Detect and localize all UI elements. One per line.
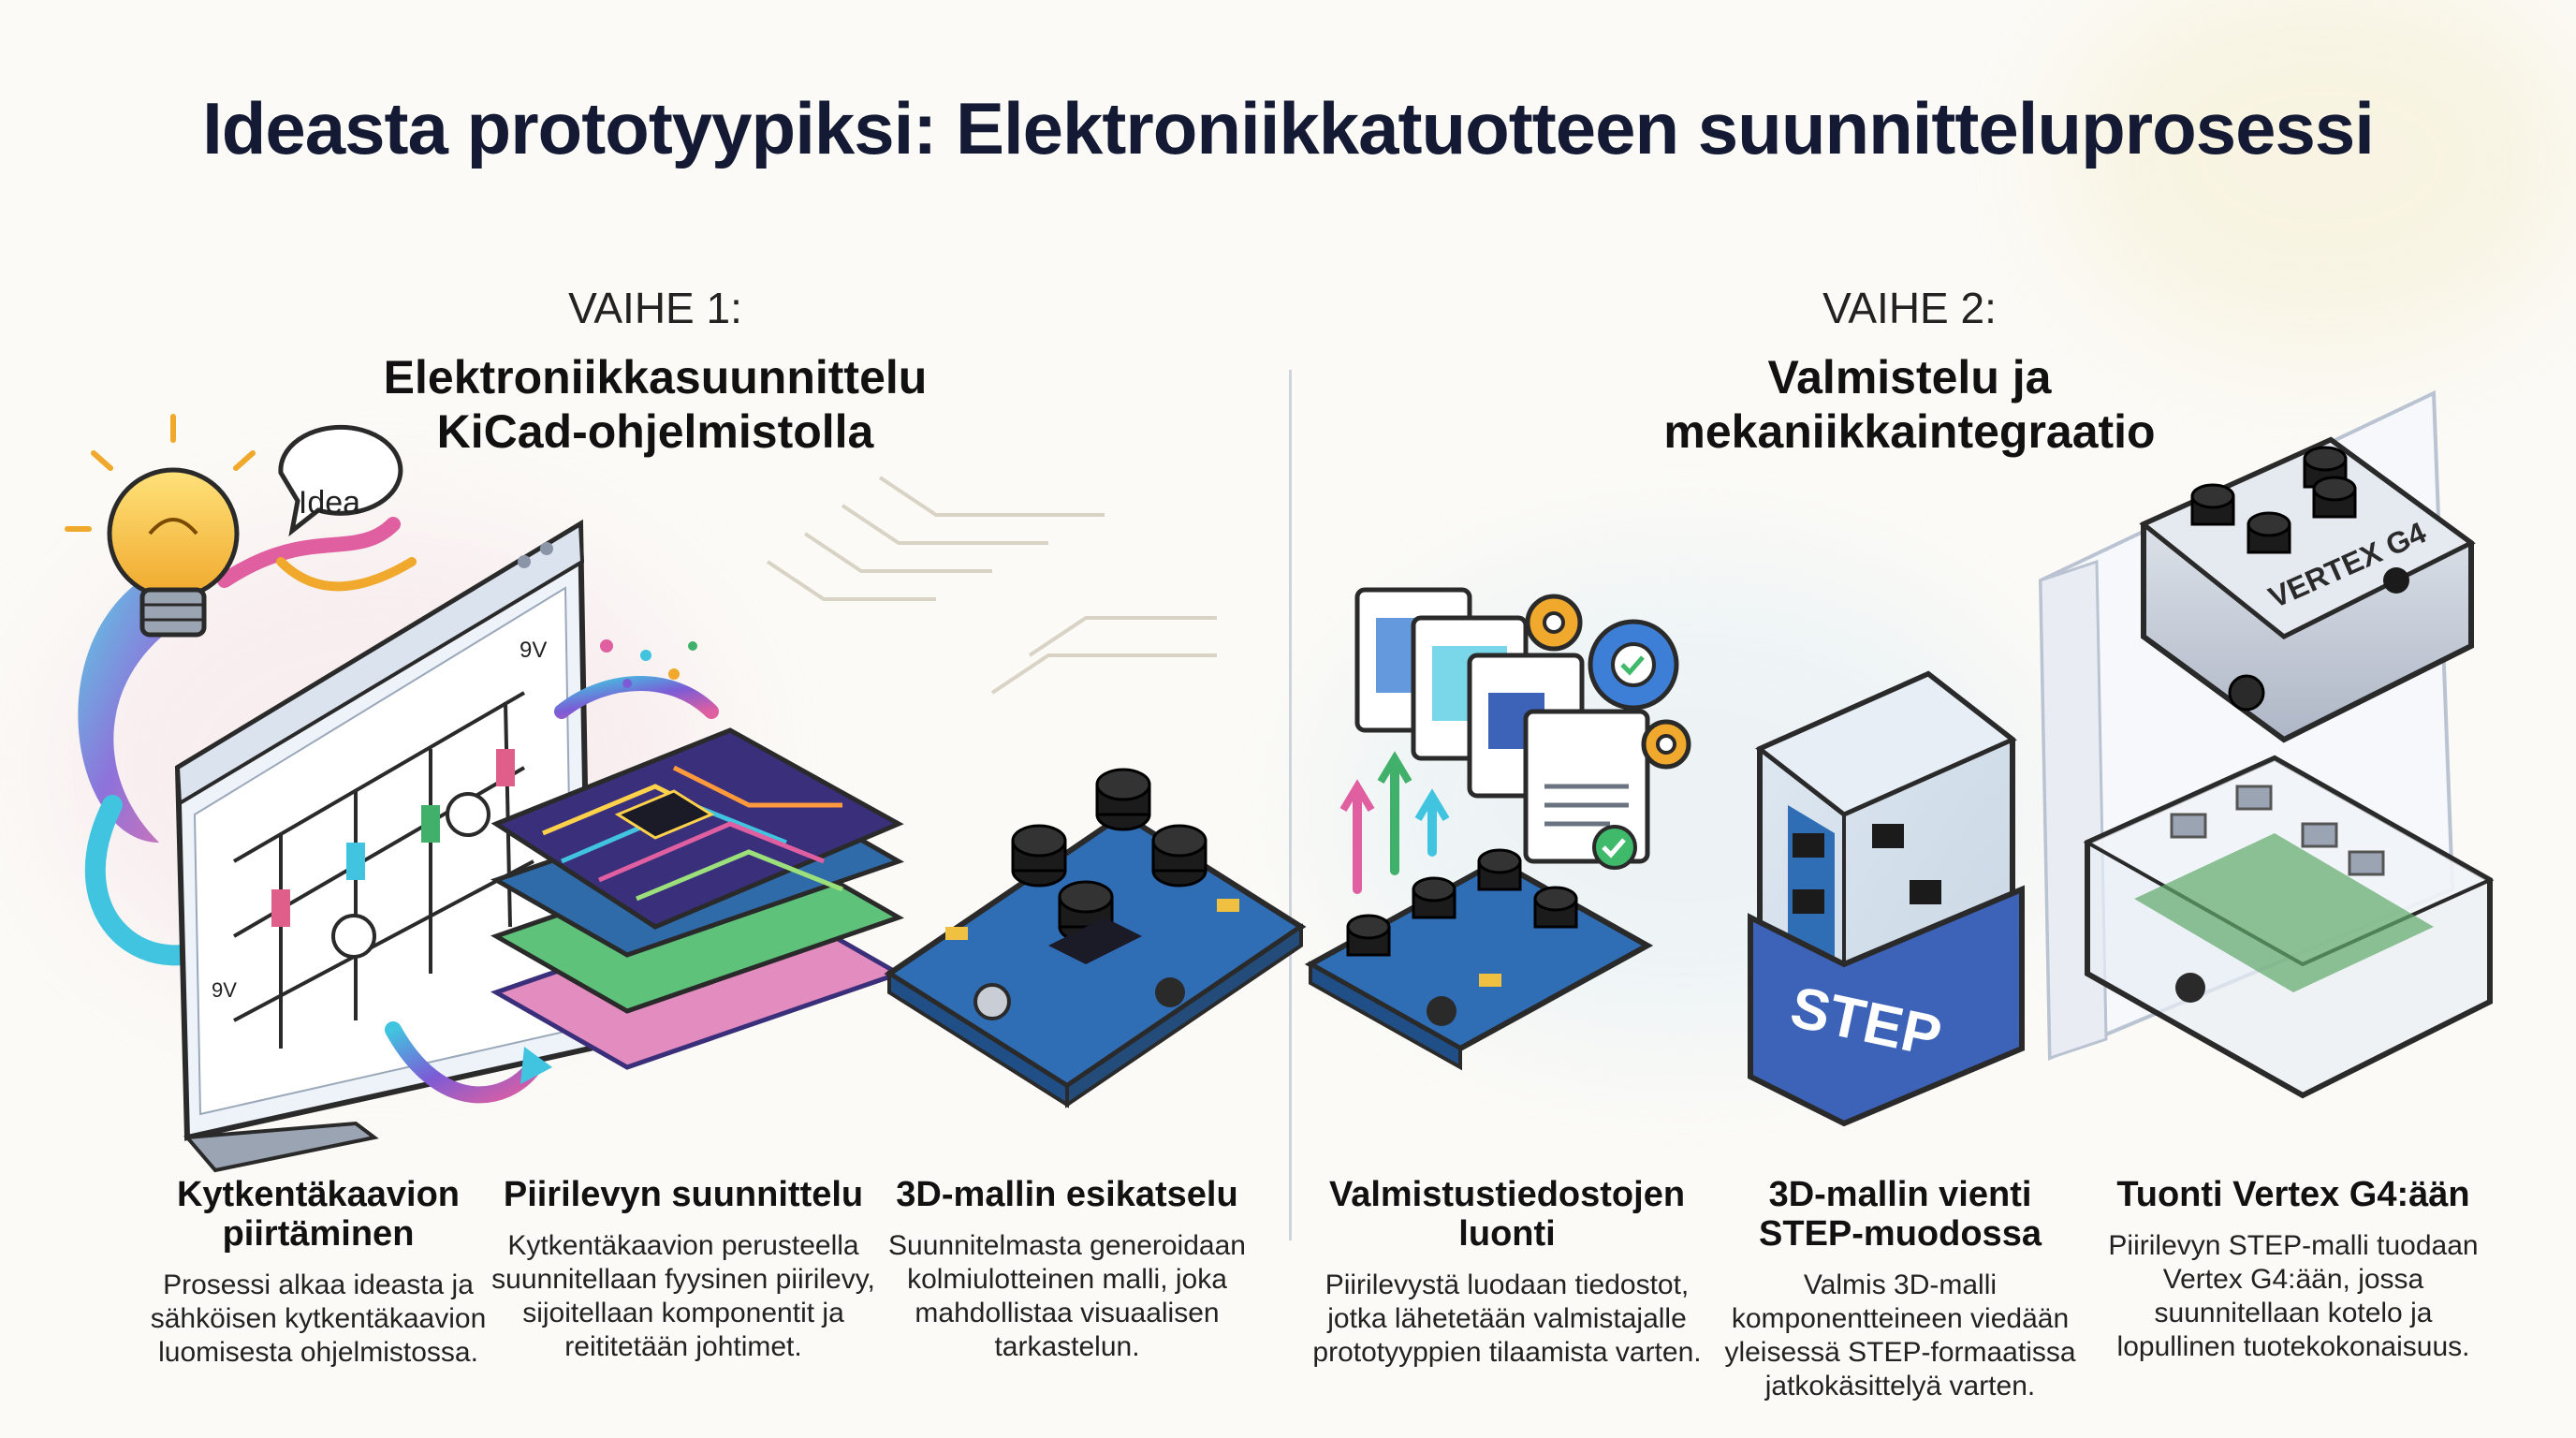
phase-1-step-label: VAIHE 1: [568,284,742,332]
step-body-line: Piirilevystä luodaan tiedostot, [1325,1269,1690,1300]
page-title: Ideasta prototyypiksi: Elektroniikkatuot… [202,87,2375,169]
phase-divider [1289,370,1292,1240]
schematic-resistor [496,749,515,786]
schematic-transistor [331,914,376,959]
idea-speech-bubble: Idea [278,424,403,537]
upload-arrows [1339,751,1450,894]
enclosure-top: VERTEX G4 [2139,436,2476,743]
step-body-line: yleisessä STEP-formaatissa [1724,1337,2076,1368]
step-body-line: kolmiulotteinen malli, joka [907,1264,1227,1295]
step-card-manufacturing: Valmistustiedostojen luonti Piirilevystä… [1310,1175,1704,1370]
pcb-chip [1048,917,1142,964]
schematic-monitor: 9V 9V [174,519,593,1173]
idea-bubble-text: Idea [299,485,360,521]
step-body-line: Vertex G4:ään, jossa [2162,1264,2424,1295]
pcb-capacitor [945,927,968,940]
flow-arrow [385,676,719,1104]
phase-1-title-line1: Elektroniikkasuunnittelu [383,351,928,404]
decor-dots [600,639,697,688]
schematic-resistor [271,889,290,927]
pcb-3d-manufacturing [1304,848,1654,1071]
step-body-line: Kytkentäkaavion perusteella [507,1230,859,1261]
monitor-stand [183,1121,379,1173]
schematic-capacitor [346,843,365,880]
manufacturing-files [1354,587,1650,870]
schematic-voltage-label: 9V [212,978,237,1002]
step-body-line: prototyyppien tilaamista varten. [1312,1337,1702,1368]
pcb-footswitch [973,983,1011,1020]
step-body-line: jatkokäsittelyä varten. [1764,1371,2036,1401]
step-body-line: Piirilevyn STEP-malli tuodaan [2108,1230,2479,1261]
pcb-layer-stack [490,727,905,1070]
phase-1-title-line2: KiCad-ohjelmistolla [436,405,874,458]
phase-1-header: VAIHE 1: Elektroniikkasuunnittelu KiCad-… [356,283,955,459]
step-card-vertex-import: Tuonti Vertex G4:ään Piirilevyn STEP-mal… [2097,1175,2490,1364]
background-blob-yellow [2059,0,2576,356]
step-title-line1: Kytkentäkaavion [176,1175,460,1214]
enclosure-knobs [2190,446,2357,554]
step-body-line: Prosessi alkaa ideasta ja [163,1269,474,1300]
idea-swirl [78,517,417,966]
schematic-resistor [421,805,440,843]
step-body-line: Suunnitelmasta generoidaan [888,1230,1246,1261]
step-card-pcb-design: Piirilevyn suunnittelu Kytkentäkaavion p… [487,1175,880,1364]
step-body-line: reititetään johtimet. [564,1331,802,1362]
gear-icon [1525,594,1583,652]
step-body-line: mahdollistaa visuaalisen [915,1298,1220,1328]
step-body-line: lopullinen tuotekokonaisuus. [2116,1331,2470,1362]
step-title-line2: STEP-muodossa [1759,1214,2042,1254]
step-body-line: sijoitellaan komponentit ja [522,1298,844,1328]
step-body-line: luomisesta ohjelmistossa. [158,1337,478,1368]
lightbulb-icon [65,414,256,638]
phase-2-header: VAIHE 2: Valmistelu ja mekaniikkaintegra… [1610,283,2209,459]
step-card-schematic: Kytkentäkaavion piirtäminen Prosessi alk… [122,1175,515,1370]
step-title-line1: Tuonti Vertex G4:ään [2116,1175,2470,1214]
schematic-voltage-label: 9V [520,638,547,663]
step-title-line2: piirtäminen [222,1214,415,1254]
step-title-line1: Valmistustiedostojen [1328,1175,1686,1214]
enclosure-jack [2228,674,2265,712]
gear-icon [1641,719,1691,770]
step-card-step-export: 3D-mallin vienti STEP-muodossa Valmis 3D… [1704,1175,2097,1403]
step-body-line: jotka lähetetään valmistajalle [1327,1303,1687,1334]
step-body-line: suunnitellaan fyysinen piirilevy, [491,1264,875,1295]
step-body-line: suunnitellaan kotelo ja [2154,1298,2433,1328]
step-export-box: STEP [1748,670,2025,1127]
phase-2-title-line2: mekaniikkaintegraatio [1663,405,2156,458]
step-title-line2: luonti [1458,1214,1556,1254]
pcb-knobs [1011,768,1208,944]
step-body-line: komponentteineen viedään [1731,1303,2070,1334]
phase-2-step-label: VAIHE 2: [1822,284,1997,332]
enclosure-transparent [2083,755,2495,1099]
step-title-line1: 3D-mallin esikatselu [896,1175,1238,1214]
step-body-line: Valmis 3D-malli [1803,1269,1998,1300]
schematic-transistor [446,792,490,837]
circuit-trace-decor [766,476,1217,695]
step-title-line1: Piirilevyn suunnittelu [503,1175,864,1214]
phase-2-title-line1: Valmistelu ja [1767,351,2052,404]
gear-icon [1588,619,1679,711]
pcb-capacitor [1217,899,1239,912]
pcb-jack [1155,977,1185,1007]
step-body-line: tarkastelun. [994,1331,1140,1362]
pcb-chip [614,789,715,840]
document-lines [1544,784,1629,827]
step-card-3d-preview: 3D-mallin esikatselu Suunnitelmasta gene… [871,1175,1264,1364]
step-body-line: sähköisen kytkentäkaavion [150,1303,487,1334]
pcb-3d-preview [884,768,1307,1108]
enclosure-footswitch [2383,567,2409,594]
step-title-line1: 3D-mallin vienti [1768,1175,2032,1214]
